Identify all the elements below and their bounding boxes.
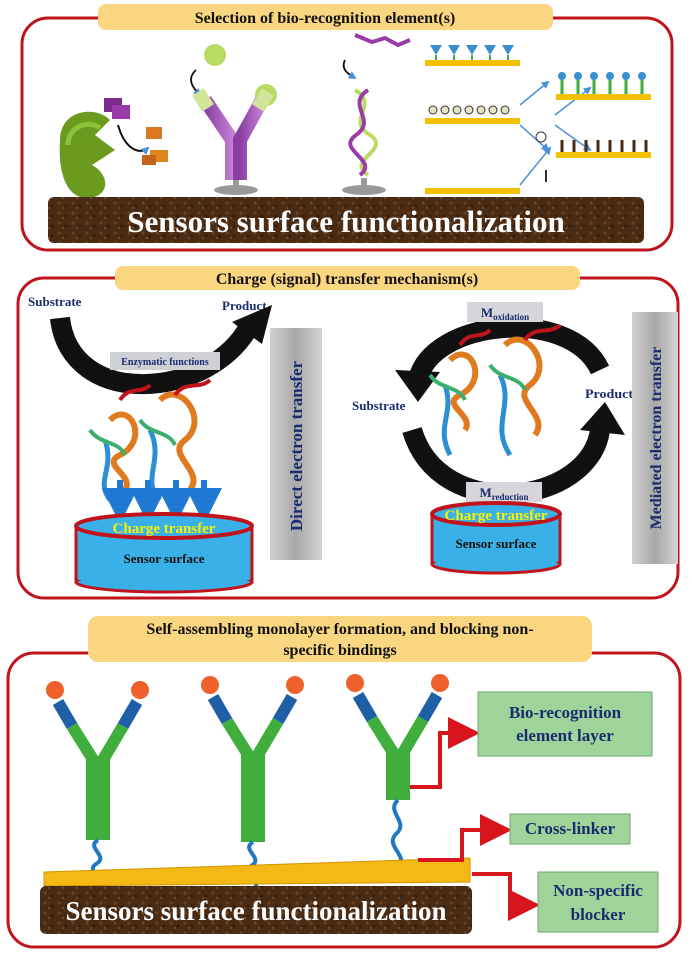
immobilization-steps <box>425 45 651 194</box>
sam-layer <box>43 857 471 887</box>
m-reduction-main: M <box>479 485 491 500</box>
m-reduction-sub: reduction <box>492 492 529 502</box>
m-oxidation-box <box>467 302 543 322</box>
enzymatic-functions-box <box>110 352 220 370</box>
sensor-surface-label-right: Sensor surface <box>455 536 536 551</box>
electron-flow-arrows <box>102 480 222 524</box>
panel3-surface <box>40 886 472 934</box>
mediated-transfer-bar <box>632 312 678 564</box>
sensor-disc-right <box>430 501 562 575</box>
panel3-surface-label: Sensors surface functionalization <box>66 896 447 926</box>
panel1-surface-label: Sensors surface functionalization <box>127 204 564 239</box>
charge-transfer-label-left: Charge transfer <box>113 521 216 537</box>
arrow-non-specific <box>472 872 540 921</box>
mediated-transfer-label: Mediated electron transfer <box>648 347 665 530</box>
non-specific-box <box>537 871 659 933</box>
antibody-1-icon <box>46 681 149 890</box>
enzyme-icon <box>59 98 168 199</box>
mediated-cycle-bottom-head-icon <box>580 402 625 435</box>
antibody-3-icon <box>346 674 449 870</box>
m-reduction-label: Mreduction <box>479 485 528 502</box>
non-specific-line1: Non-specific <box>553 881 643 900</box>
m-oxidation-label: Moxidation <box>481 305 529 322</box>
bio-recognition-line1: Bio-recognition <box>509 703 622 722</box>
m-oxidation-sub: oxidation <box>493 312 529 322</box>
m-reduction-box <box>466 482 542 502</box>
product-label-right: Product <box>585 386 634 401</box>
panel2-title-box <box>115 266 580 290</box>
panel1-surface <box>48 197 644 243</box>
panel-bio-recognition: Selection of bio-recognition element(s) <box>20 4 674 252</box>
product-label-left: Product <box>222 298 267 313</box>
panel3-title-line2: specific bindings <box>283 642 396 659</box>
bio-recognition-line2: element layer <box>516 726 614 745</box>
panel-sam-formation: Self-assembling monolayer formation, and… <box>6 616 682 949</box>
arrow-cross-linker <box>418 814 512 862</box>
antibody-icon <box>190 44 277 195</box>
sensor-disc-left <box>74 512 254 594</box>
panel2-title: Charge (signal) transfer mechanism(s) <box>216 271 478 288</box>
protein-structure-right-icon <box>428 323 562 457</box>
substrate-label-left: Substrate <box>28 294 82 309</box>
enzymatic-arc-arrow <box>50 316 259 395</box>
enzymatic-arc-head-icon <box>232 305 272 344</box>
mediated-cycle-top-arrow <box>408 317 610 384</box>
antibody-2-icon <box>201 676 304 892</box>
direct-transfer-label: Direct electron transfer <box>287 360 306 531</box>
mediated-cycle-top-head-icon <box>395 370 440 402</box>
panel-charge-transfer: Charge (signal) transfer mechanism(s) Su… <box>16 266 680 600</box>
non-specific-line2: blocker <box>571 905 626 924</box>
charge-transfer-label-right: Charge transfer <box>445 508 548 524</box>
dna-icon <box>342 33 411 195</box>
enzymatic-functions-label: Enzymatic functions <box>121 357 209 368</box>
bio-recognition-box <box>477 691 653 757</box>
panel3-title-box <box>88 616 592 662</box>
panel1-title-box <box>98 4 553 30</box>
panel1-title: Selection of bio-recognition element(s) <box>195 10 456 27</box>
sensor-surface-label-left: Sensor surface <box>123 551 204 566</box>
arrow-bio-recognition <box>410 717 480 789</box>
cross-linker-box <box>509 813 631 845</box>
substrate-label-right: Substrate <box>352 398 406 413</box>
direct-transfer-bar <box>270 328 322 560</box>
m-oxidation-main: M <box>481 305 493 320</box>
cross-linker-label: Cross-linker <box>525 819 616 838</box>
panel3-title-line1: Self-assembling monolayer formation, and… <box>146 621 533 638</box>
